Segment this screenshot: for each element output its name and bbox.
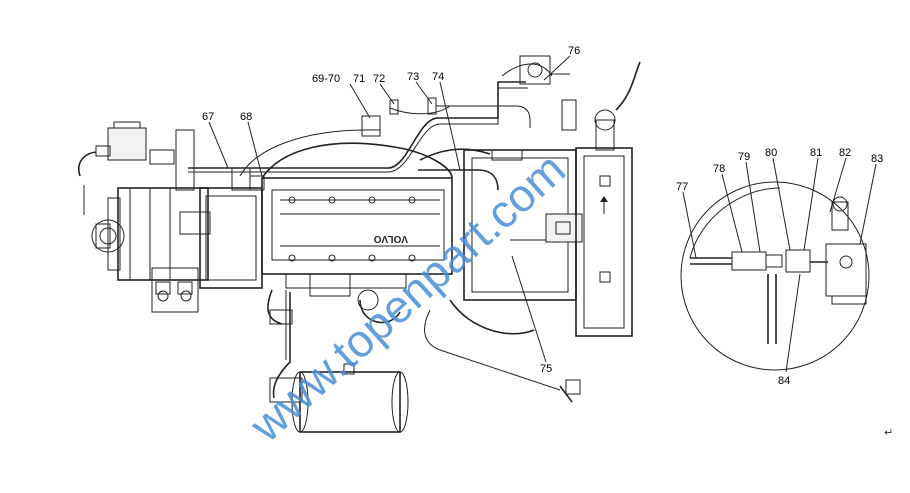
upper-pipe-routing [188,55,570,191]
charge-air-cooler [561,61,641,337]
callout-83: 83 [871,153,883,165]
callout-labels: 67 68 69-70 71 72 73 74 75 76 77 78 79 8… [202,45,883,387]
leader-lines [208,55,877,373]
fuel-filter-tank [269,290,409,433]
callout-75: 75 [540,363,552,375]
callout-69-70: 69-70 [312,73,340,85]
callout-73: 73 [407,71,419,83]
callout-72: 72 [373,73,385,85]
callout-76: 76 [568,45,580,57]
callout-80: 80 [765,147,777,159]
callout-67: 67 [202,111,214,123]
callout-68: 68 [240,111,252,123]
callout-81: 81 [810,147,822,159]
alternator-assembly [78,121,195,215]
detail-view-circle [680,181,870,371]
callout-78: 78 [713,163,725,175]
return-symbol: ↵ [884,426,893,439]
engine-block: VOLVO [199,129,453,325]
callout-74: 74 [432,71,444,83]
callout-77: 77 [676,181,688,193]
callout-79: 79 [738,151,750,163]
callout-82: 82 [839,147,851,159]
callout-84: 84 [778,375,790,387]
callout-71: 71 [353,73,365,85]
engine-brand-text: VOLVO [374,233,408,244]
flywheel-housing [91,187,211,313]
